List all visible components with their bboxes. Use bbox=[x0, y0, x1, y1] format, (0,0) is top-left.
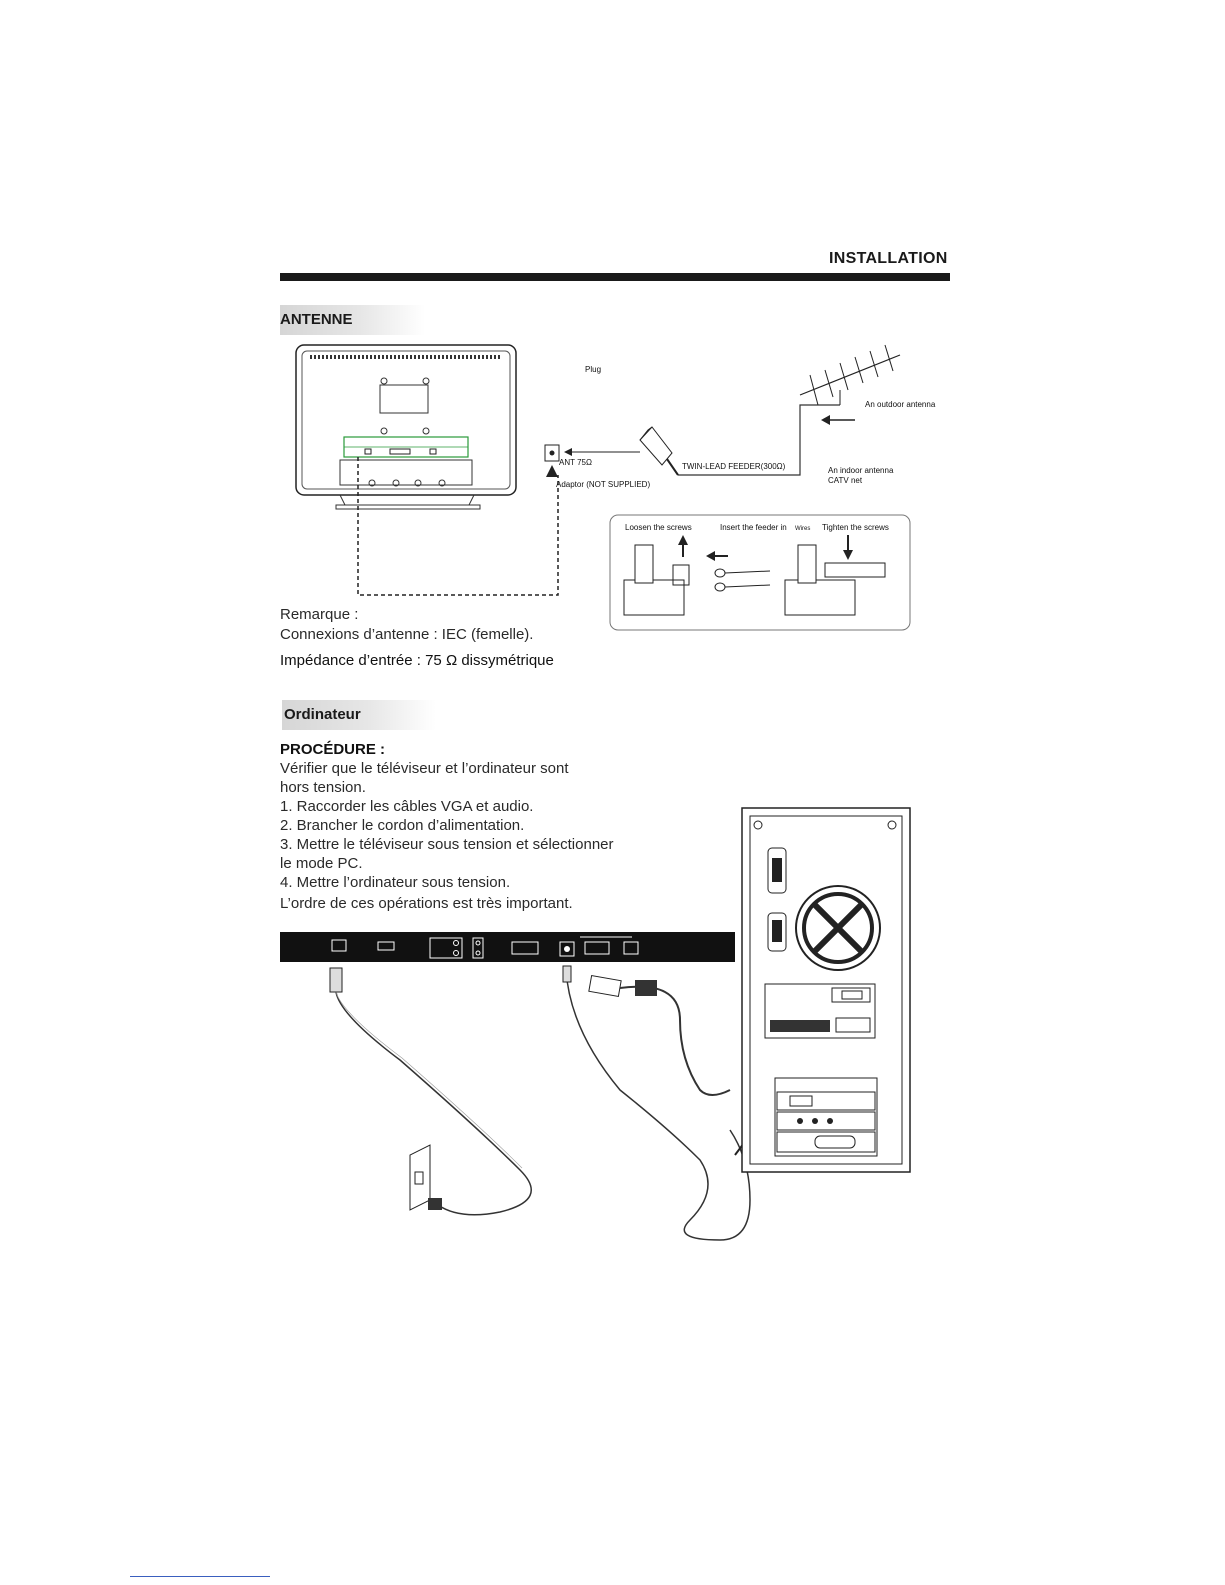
page-header-title: INSTALLATION bbox=[829, 250, 948, 267]
procedure-step-3: 3. Mettre le téléviseur sous tension et … bbox=[280, 836, 614, 853]
feeder-instruction-box: Loosen the screws Insert the feeder in W… bbox=[609, 514, 911, 631]
indoor-antenna-label: An indoor antenna bbox=[828, 466, 894, 475]
procedure-block: PROCÉDURE : Vérifier que le téléviseur e… bbox=[280, 740, 660, 913]
antenna-diagram: ANT 75Ω Adaptor (NOT SUPPLIED) Plug TWIN… bbox=[295, 344, 936, 631]
outdoor-antenna-illustration bbox=[799, 344, 901, 406]
section-tab-ordinateur: Ordinateur bbox=[282, 700, 436, 730]
power-cable bbox=[329, 967, 532, 1216]
note-line-connection: Connexions d’antenne : IEC (femelle). bbox=[280, 626, 534, 643]
antenna-note: Remarque : Connexions d’antenne : IEC (f… bbox=[280, 605, 554, 671]
procedure-step-1: 1. Raccorder les câbles VGA et audio. bbox=[280, 798, 534, 815]
header-rule bbox=[280, 273, 950, 281]
power-plug-icon bbox=[428, 1198, 442, 1210]
procedure-title: PROCÉDURE : bbox=[280, 741, 386, 758]
tighten-screws-label: Tighten the screws bbox=[822, 523, 889, 532]
procedure-warning: L’ordre de ces opérations est très impor… bbox=[280, 895, 573, 912]
procedure-line: Vérifier que le téléviseur et l’ordinate… bbox=[280, 760, 569, 777]
note-line-impedance: Impédance d’entrée : 75 Ω dissymétrique bbox=[280, 652, 554, 669]
procedure-line: le mode PC. bbox=[280, 855, 363, 872]
outdoor-antenna-label: An outdoor antenna bbox=[865, 400, 936, 409]
tv-back-illustration bbox=[295, 344, 517, 510]
dashed-connection-line bbox=[357, 457, 559, 596]
arrow-left-icon bbox=[821, 415, 830, 425]
procedure-step-2: 2. Brancher le cordon d’alimentation. bbox=[280, 817, 525, 834]
adaptor-label: Adaptor (NOT SUPPLIED) bbox=[556, 480, 650, 489]
loosen-screws-label: Loosen the screws bbox=[625, 523, 692, 532]
plug-label: Plug bbox=[585, 365, 601, 374]
ant-75-label: ANT 75Ω bbox=[559, 458, 592, 467]
note-heading: Remarque : bbox=[280, 606, 359, 623]
procedure-line: hors tension. bbox=[280, 779, 366, 796]
section-label-ordinateur: Ordinateur bbox=[284, 706, 361, 723]
twin-lead-feeder-label: TWIN-LEAD FEEDER(300Ω) bbox=[682, 462, 786, 471]
wires-label: Wires bbox=[795, 526, 810, 532]
section-tab-antenne: ANTENNE bbox=[280, 305, 425, 335]
procedure-step-4: 4. Mettre l’ordinateur sous tension. bbox=[280, 874, 511, 891]
adaptor-arrow-icon bbox=[546, 465, 558, 477]
pc-tower-illustration bbox=[741, 807, 911, 1173]
section-label-antenne: ANTENNE bbox=[280, 311, 353, 328]
tv-connector-panel bbox=[280, 932, 735, 962]
catv-net-label: CATV net bbox=[828, 476, 863, 485]
pc-connection-diagram bbox=[280, 807, 911, 1241]
footer-link-line bbox=[130, 1576, 270, 1577]
wall-outlet-icon bbox=[409, 1144, 431, 1211]
plug-adaptor-illustration bbox=[639, 426, 679, 476]
insert-feeder-label: Insert the feeder in bbox=[720, 523, 787, 532]
